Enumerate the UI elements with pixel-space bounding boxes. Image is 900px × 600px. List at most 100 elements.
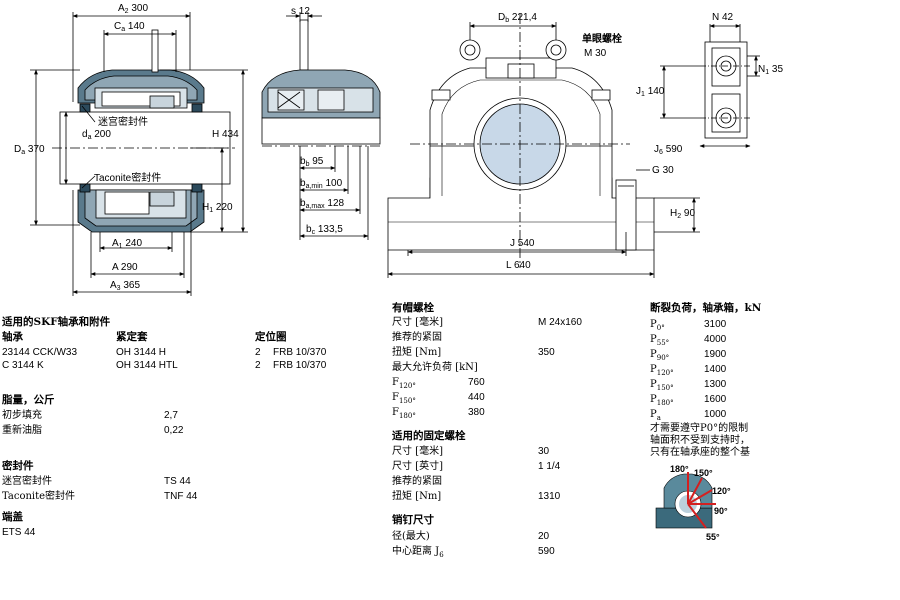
seal-title: 密封件 xyxy=(2,460,34,472)
grease-initial: 2,7 xyxy=(164,410,178,421)
P0-label: P0° xyxy=(650,319,665,332)
F120-label: F120° xyxy=(392,377,416,390)
dim-s: s 12 xyxy=(291,6,310,17)
dim-Da: Da 370 xyxy=(14,144,45,156)
dim-Db: Db 221,4 xyxy=(498,12,537,24)
dim-ba-max: ba,max 128 xyxy=(300,198,345,210)
dim-N1: N1 35 xyxy=(758,64,783,76)
P55-value: 4000 xyxy=(704,334,727,345)
dim-A1: A1 240 xyxy=(112,238,142,250)
dowel-dist-label: 中心距离 J6 xyxy=(392,546,444,559)
cap-size-label: 尺寸 [毫米] xyxy=(392,317,443,328)
F150-value: 440 xyxy=(468,392,485,403)
dim-H: H 434 xyxy=(212,129,239,140)
side-detail-view xyxy=(660,24,760,148)
label-taconite-seal: Taconite密封件 xyxy=(94,171,161,184)
dim-J: J 540 xyxy=(510,238,535,249)
P0-value: 3100 xyxy=(704,319,727,330)
angle-90: 90° xyxy=(714,506,728,516)
col-bearing: 轴承 xyxy=(2,331,23,343)
accessories-table: 适用的SKF轴承和附件 轴承 紧定套 定位圈 23144 CCK/W33 OH … xyxy=(0,316,380,546)
dim-ba-min: ba,min 100 xyxy=(300,178,343,190)
dim-J1: J1 140 xyxy=(636,86,665,98)
seal-taconite: TNF 44 xyxy=(164,491,198,502)
cap-torque-value: 350 xyxy=(538,347,555,358)
P90-value: 1900 xyxy=(704,349,727,360)
angle-120: 120° xyxy=(712,486,731,496)
dim-A: A 290 xyxy=(112,262,138,273)
P55-label: P55° xyxy=(650,334,670,347)
row2-ring: FRB 10/370 xyxy=(273,360,327,371)
P180-label: P180° xyxy=(650,394,674,407)
dim-N: N 42 xyxy=(712,12,734,23)
cover-value: ETS 44 xyxy=(2,527,36,538)
grease-initial-label: 初步填充 xyxy=(2,410,42,421)
seal-taconite-label: Taconite密封件 xyxy=(2,491,76,502)
col-sleeve: 紧定套 xyxy=(116,331,148,343)
dim-H1: H1 220 xyxy=(202,202,233,214)
accessories-title: 适用的SKF轴承和附件 xyxy=(2,316,111,328)
note-line-3: 只有在轴承座的整个基 xyxy=(650,447,750,458)
label-maze-seal: 迷宫密封件 xyxy=(98,115,148,128)
dowel-title: 销钉尺寸 xyxy=(392,514,434,526)
cap-torque-label: 扭矩 [Nm] xyxy=(392,347,442,358)
row2-sleeve: OH 3144 HTL xyxy=(116,360,178,371)
angle-55: 55° xyxy=(706,532,720,542)
P120-value: 1400 xyxy=(704,364,727,375)
P150-label: P150° xyxy=(650,379,674,392)
fix-mm-value: 30 xyxy=(538,446,550,457)
F150-label: F150° xyxy=(392,392,416,405)
breaking-load-title: 断裂负荷，轴承箱，kN xyxy=(650,302,762,314)
seal-maze-label: 迷宫密封件 xyxy=(2,476,52,487)
grease-title: 脂量，公斤 xyxy=(2,394,55,406)
note-line-1: 才需要遵守P0°的限制 xyxy=(650,423,749,434)
dim-Ca: Ca 140 xyxy=(114,21,145,33)
grease-relube: 0,22 xyxy=(164,425,184,436)
dim-bb: bb 95 xyxy=(300,156,324,168)
angle-180: 180° xyxy=(670,464,689,474)
P120-label: P120° xyxy=(650,364,674,377)
dowel-dist-value: 590 xyxy=(538,546,555,557)
fix-bolt-title: 适用的固定螺栓 xyxy=(392,430,466,442)
dim-J6: J6 590 xyxy=(654,144,683,156)
front-view xyxy=(387,14,700,278)
bolt-table: 有帽螺栓 尺寸 [毫米] M 24x160 推荐的紧固 扭矩 [Nm] 350 … xyxy=(392,302,642,562)
F180-value: 380 xyxy=(468,407,485,418)
row1-sleeve: OH 3144 H xyxy=(116,347,167,358)
row2-bearing: C 3144 K xyxy=(2,360,44,371)
row2-qty: 2 xyxy=(255,360,261,371)
fix-torque-rec-label: 推荐的紧固 xyxy=(392,476,442,487)
dowel-dia-value: 20 xyxy=(538,531,550,542)
P180-value: 1600 xyxy=(704,394,727,405)
F120-value: 760 xyxy=(468,377,485,388)
breaking-load-table: 断裂负荷，轴承箱，kN P0° 3100 P55° 4000 P90° 1900… xyxy=(650,302,895,462)
fix-torque-value: 1310 xyxy=(538,491,561,502)
fix-torque-label: 扭矩 [Nm] xyxy=(392,491,442,502)
cap-bolt-title: 有帽螺栓 xyxy=(392,302,434,314)
dim-bc: bc 133,5 xyxy=(306,224,343,236)
P150-value: 1300 xyxy=(704,379,727,390)
seal-maze: TS 44 xyxy=(164,476,191,487)
section-view xyxy=(30,12,248,296)
Pa-value: 1000 xyxy=(704,409,727,420)
max-load-label: 最大允许负荷 [kN] xyxy=(392,362,478,373)
note-line-2: 轴面积不受到支持时， xyxy=(650,435,750,446)
label-eye-bolt: 单眼螺栓 xyxy=(582,32,622,45)
angle-150: 150° xyxy=(694,468,713,478)
row1-bearing: 23144 CCK/W33 xyxy=(2,347,78,358)
bearing-detail-view xyxy=(261,12,381,240)
dim-G: G 30 xyxy=(652,165,674,176)
grease-relube-label: 重新油脂 xyxy=(2,425,42,436)
cover-title: 端盖 xyxy=(2,511,23,523)
dowel-dia-label: 径(最大) xyxy=(392,531,430,542)
dim-H2: H2 90 xyxy=(670,208,695,220)
dim-da: da 200 xyxy=(82,129,111,141)
col-ring: 定位圈 xyxy=(255,331,287,343)
cap-size-value: M 24x160 xyxy=(538,317,582,328)
row1-ring: FRB 10/370 xyxy=(273,347,327,358)
dim-A3: A3 365 xyxy=(110,280,140,292)
row1-qty: 2 xyxy=(255,347,261,358)
fix-mm-label: 尺寸 [毫米] xyxy=(392,446,443,457)
